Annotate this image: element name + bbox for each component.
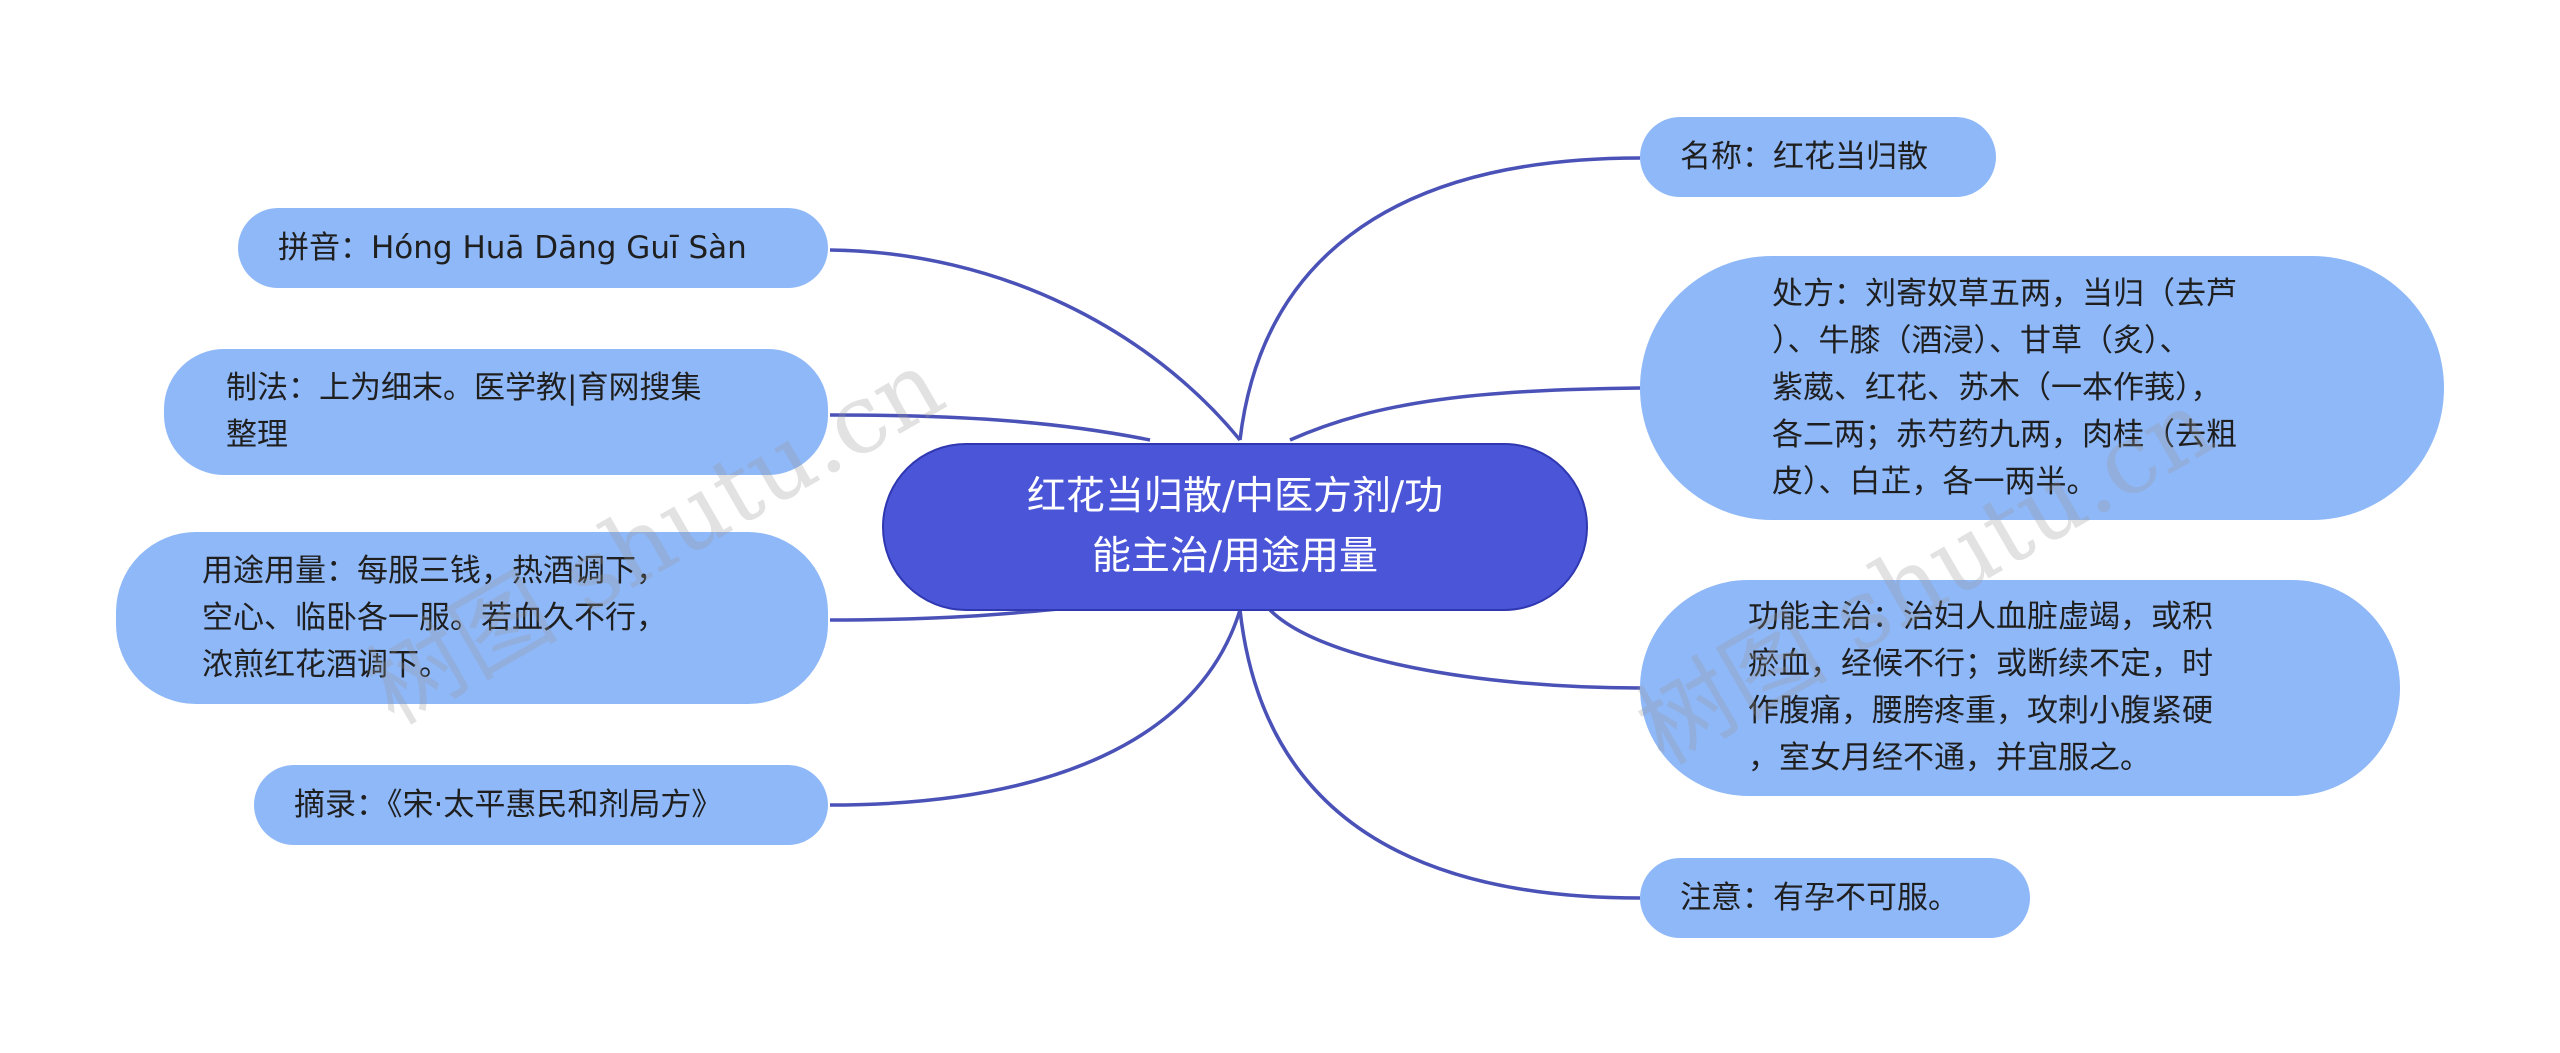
node-mingcheng-label: 名称：红花当归散	[1680, 138, 1928, 175]
link-mingcheng	[1238, 156, 1641, 441]
link-pinyin	[829, 248, 1242, 442]
node-chufang-label: 处方：刘寄奴草五两，当归（去芦 ）、牛膝（酒浸）、甘草（炙）、 紫葳、红花、苏木…	[1772, 275, 2237, 500]
node-zhuyi[interactable]: 注意：有孕不可服。	[1640, 858, 2030, 938]
node-zhifa[interactable]: 制法：上为细末。医学教|育网搜集 整理	[164, 349, 828, 475]
node-yongtu-label: 用途用量：每服三钱，热酒调下， 空心、临卧各一服。若血久不行， 浓煎红花酒调下。	[202, 552, 667, 683]
link-zhailu	[829, 609, 1242, 807]
node-zhailu-label: 摘录：《宋·太平惠民和剂局方》	[294, 786, 723, 823]
central-topic[interactable]: 红花当归散/中医方剂/功 能主治/用途用量	[882, 443, 1588, 611]
node-zhuyi-label: 注意：有孕不可服。	[1680, 879, 1959, 916]
node-zhifa-label: 制法：上为细末。医学教|育网搜集 整理	[226, 370, 702, 453]
central-topic-label: 红花当归散/中医方剂/功 能主治/用途用量	[1026, 474, 1444, 579]
node-pinyin-label: 拼音：Hóng Huā Dāng Guī Sàn	[278, 229, 747, 266]
link-chufang	[1289, 386, 1641, 442]
node-chufang[interactable]: 处方：刘寄奴草五两，当归（去芦 ）、牛膝（酒浸）、甘草（炙）、 紫葳、红花、苏木…	[1640, 256, 2444, 520]
link-gongneng	[1268, 608, 1641, 690]
link-zhifa	[829, 413, 1151, 442]
link-zhuyi	[1238, 609, 1641, 900]
node-mingcheng[interactable]: 名称：红花当归散	[1640, 117, 1996, 197]
node-zhailu[interactable]: 摘录：《宋·太平惠民和剂局方》	[254, 765, 828, 845]
node-gongneng[interactable]: 功能主治：治妇人血脏虚竭，或积 瘀血，经候不行；或断续不定，时 作腹痛，腰胯疼重…	[1640, 580, 2400, 796]
node-gongneng-label: 功能主治：治妇人血脏虚竭，或积 瘀血，经候不行；或断续不定，时 作腹痛，腰胯疼重…	[1748, 599, 2213, 776]
node-pinyin[interactable]: 拼音：Hóng Huā Dāng Guī Sàn	[238, 208, 828, 288]
node-yongtu[interactable]: 用途用量：每服三钱，热酒调下， 空心、临卧各一服。若血久不行， 浓煎红花酒调下。	[116, 532, 828, 704]
